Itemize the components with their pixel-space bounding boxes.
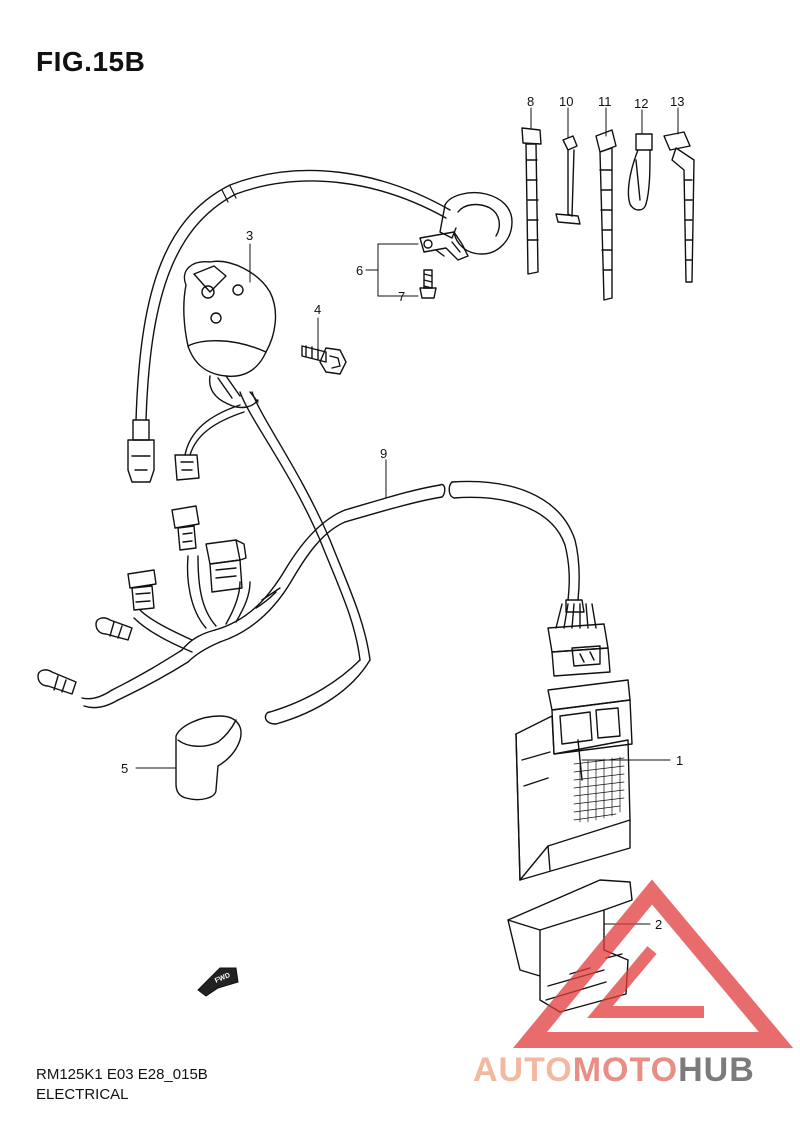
harness-connector-block: [205, 539, 247, 593]
bolt-part-4: [301, 345, 347, 375]
callout-2: 2: [655, 917, 662, 932]
cable-tie-part-13: [663, 131, 695, 283]
callout-bracket-6-7: [365, 243, 419, 297]
forward-arrow-icon: FWD: [197, 967, 239, 997]
harness-connector-bullet-1: [95, 617, 133, 641]
screw-part-7: [419, 269, 437, 299]
harness-connector-mid: [127, 569, 157, 611]
harness-cut-end: [264, 659, 371, 725]
callout-4: 4: [314, 302, 321, 317]
callout-12: 12: [634, 96, 648, 111]
switch-connector-left: [127, 419, 155, 483]
callout-5: 5: [121, 761, 128, 776]
cable-tie-part-8: [521, 127, 542, 275]
watermark-triangle-logo: [513, 879, 794, 1048]
watermark-hub: HUB: [678, 1051, 755, 1089]
leader-lines: [135, 107, 679, 925]
watermark-auto: AUTO: [473, 1051, 573, 1089]
callout-3: 3: [246, 228, 253, 243]
ecu-part-1: [515, 679, 633, 881]
callout-11: 11: [598, 94, 612, 109]
figure-code: RM125K1 E03 E28_015B: [36, 1066, 208, 1083]
cable-clip-part-10: [555, 135, 581, 225]
ecu-grid-texture: [573, 756, 625, 823]
kill-switch-part-3: [183, 260, 371, 661]
harness-connector-bullet-2: [37, 669, 77, 695]
harness-connector-upper: [171, 505, 200, 551]
watermark-wordmark: AUTOMOTOHUB: [473, 1051, 755, 1090]
cable-clip-part-12: [627, 133, 653, 211]
watermark-moto: MOTO: [572, 1051, 679, 1089]
figure-section: ELECTRICAL: [36, 1086, 129, 1103]
callout-10: 10: [559, 94, 573, 109]
ecu-harness-plug: [547, 599, 611, 677]
cable-tie-part-11: [595, 129, 617, 301]
callout-1: 1: [676, 753, 683, 768]
callout-6: 6: [356, 263, 363, 278]
callout-9: 9: [380, 446, 387, 461]
switch-lead-wire: [135, 169, 451, 421]
switch-connector-right: [174, 404, 245, 481]
figure-title: FIG.15B: [36, 46, 146, 77]
callout-numbers: 1 2 3 4 5 6 7 8 9 10 11 12 13: [121, 94, 684, 932]
callout-8: 8: [527, 94, 534, 109]
main-wiring-harness-part-9: [81, 480, 580, 709]
plug-cap-part-5: [175, 715, 242, 801]
callout-13: 13: [670, 94, 684, 109]
callout-7: 7: [398, 289, 405, 304]
handlebar-clamp-part-6: [419, 191, 513, 261]
